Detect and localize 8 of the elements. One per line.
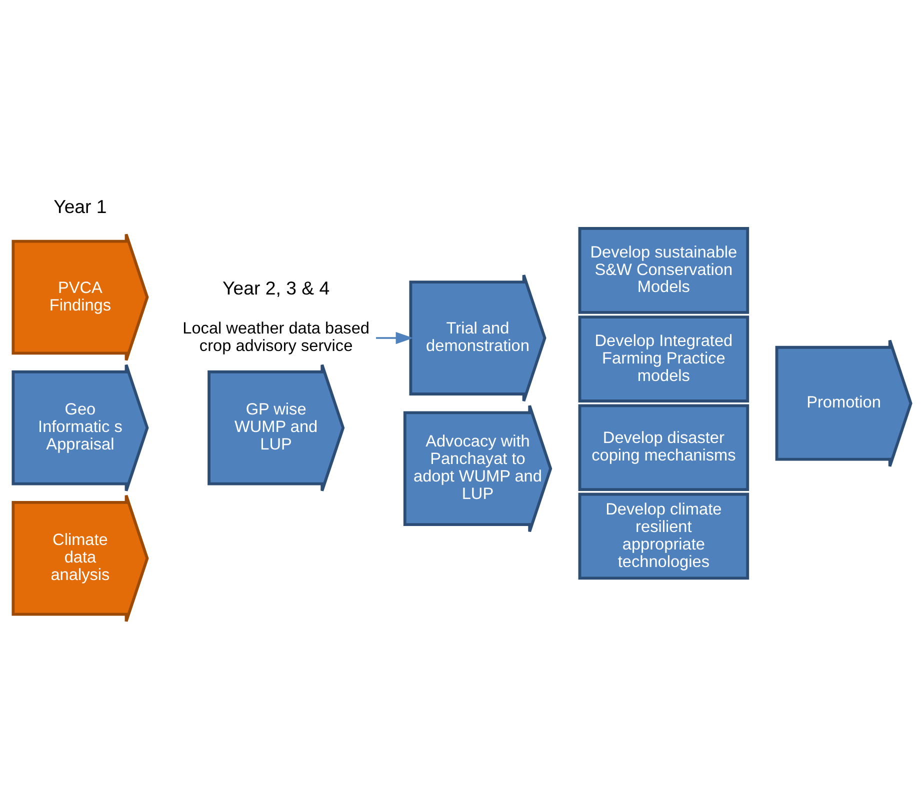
node-text: Local weather data based crop advisory service — [182, 319, 370, 355]
node-box: Develop Integrated Farming Practice models — [578, 315, 750, 402]
arrow — [376, 331, 414, 344]
node-box: Develop sustainable S&W Conservation Models — [578, 226, 750, 314]
node-box: Develop disaster coping mechanisms — [578, 404, 750, 491]
node-box: Develop climate resilient appropriate technologies — [578, 492, 750, 580]
label: Year 1 — [54, 196, 107, 217]
label: Year 2, 3 & 4 — [222, 277, 330, 298]
